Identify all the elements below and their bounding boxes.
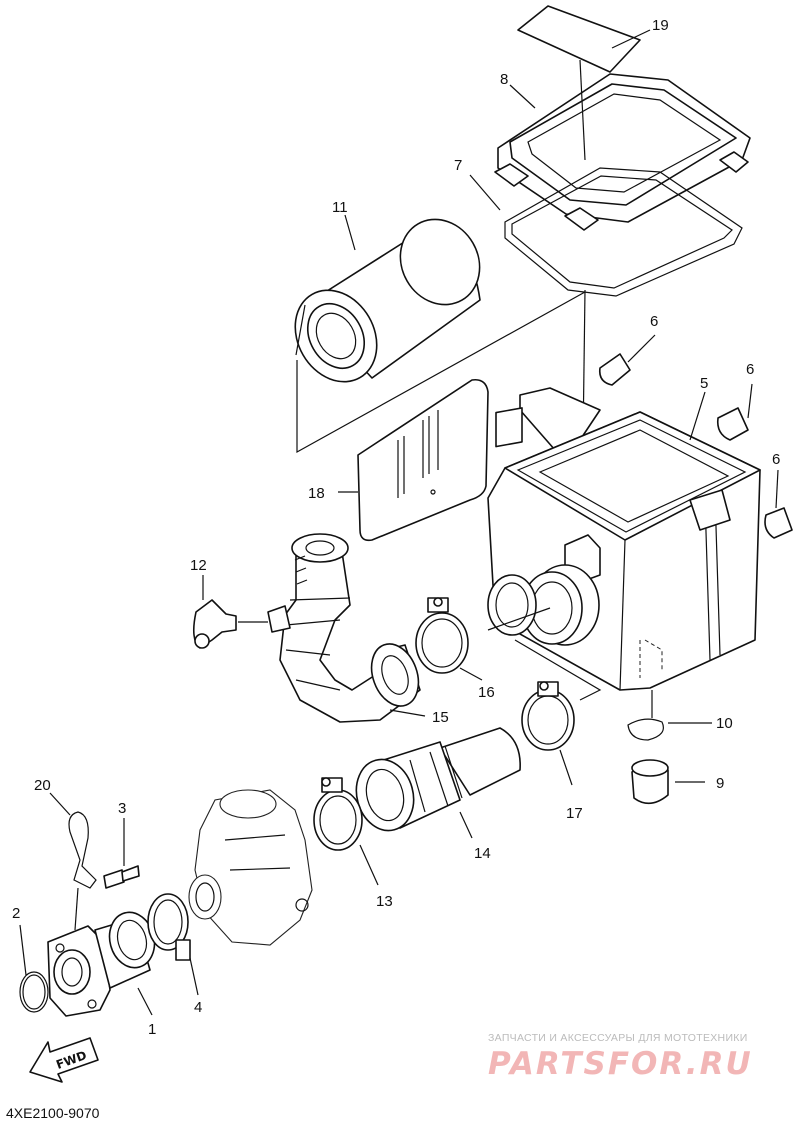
watermark-tagline: ЗАПЧАСТИ И АКСЕССУАРЫ ДЛЯ МОТОТЕХНИКИ xyxy=(488,1032,748,1044)
callout-numbers: 19 8 7 11 6 6 5 6 18 12 16 15 10 9 17 20… xyxy=(12,17,780,1038)
part-8-air-box-cover xyxy=(494,59,751,231)
callout-10: 10 xyxy=(716,715,733,732)
fwd-direction-arrow: FWD xyxy=(29,1037,99,1083)
watermark-brand: PARTSFOR.RU xyxy=(488,1046,753,1082)
callout-12: 12 xyxy=(190,557,207,574)
callout-16: 16 xyxy=(478,684,495,701)
watermark: ЗАПЧАСТИ И АКСЕССУАРЫ ДЛЯ МОТОТЕХНИКИ PA… xyxy=(488,1032,753,1082)
part-6-clip-middle xyxy=(716,383,753,441)
part-18-filter-screen xyxy=(338,378,489,542)
callout-9: 9 xyxy=(716,775,724,792)
guide-line-17 xyxy=(514,639,602,701)
callout-7: 7 xyxy=(454,157,462,174)
part-9-drain-cap xyxy=(631,759,705,805)
callout-5: 5 xyxy=(700,375,708,392)
part-1-carburetor-joint xyxy=(47,911,156,1017)
part-13-hose-clamp xyxy=(313,777,379,886)
part-17-hose-clamp xyxy=(521,681,575,786)
callout-20: 20 xyxy=(34,777,51,794)
part-5-air-box xyxy=(487,387,761,691)
filter-frame-lines xyxy=(296,291,586,454)
part-19-label-sheet xyxy=(517,5,651,73)
callout-3: 3 xyxy=(118,800,126,817)
part-4-hose-clamp xyxy=(147,893,199,996)
part-14-intake-joint xyxy=(355,727,521,839)
callout-8: 8 xyxy=(500,71,508,88)
callout-4: 4 xyxy=(194,999,202,1016)
callout-18: 18 xyxy=(308,485,325,502)
carburetor-outline xyxy=(188,789,313,946)
callout-6-right: 6 xyxy=(772,451,780,468)
part-20-wire-clip xyxy=(49,792,97,931)
part-11-air-filter-element xyxy=(294,214,481,383)
part-10-clip xyxy=(627,690,712,741)
callout-11: 11 xyxy=(332,199,348,216)
callout-17: 17 xyxy=(566,805,583,822)
callout-13: 13 xyxy=(376,893,393,910)
callout-6-upper: 6 xyxy=(650,313,658,330)
part-6-clip-right xyxy=(764,469,793,539)
callout-6-middle: 6 xyxy=(746,361,754,378)
callout-15: 15 xyxy=(432,709,449,726)
callout-1: 1 xyxy=(148,1021,156,1038)
callout-2: 2 xyxy=(12,905,20,922)
part-3-bolt xyxy=(103,818,140,889)
part-6-clip-upper xyxy=(598,334,656,386)
part-16-hose-clamp xyxy=(415,597,483,681)
part-2-o-ring xyxy=(19,924,49,1013)
diagram-code: 4XE2100-9070 xyxy=(6,1105,100,1121)
part-15-intake-duct xyxy=(267,533,426,723)
callout-14: 14 xyxy=(474,845,491,862)
callout-19: 19 xyxy=(652,17,669,34)
part-7-cover-gasket xyxy=(469,167,743,297)
part-12-elbow-fitting xyxy=(192,575,268,649)
